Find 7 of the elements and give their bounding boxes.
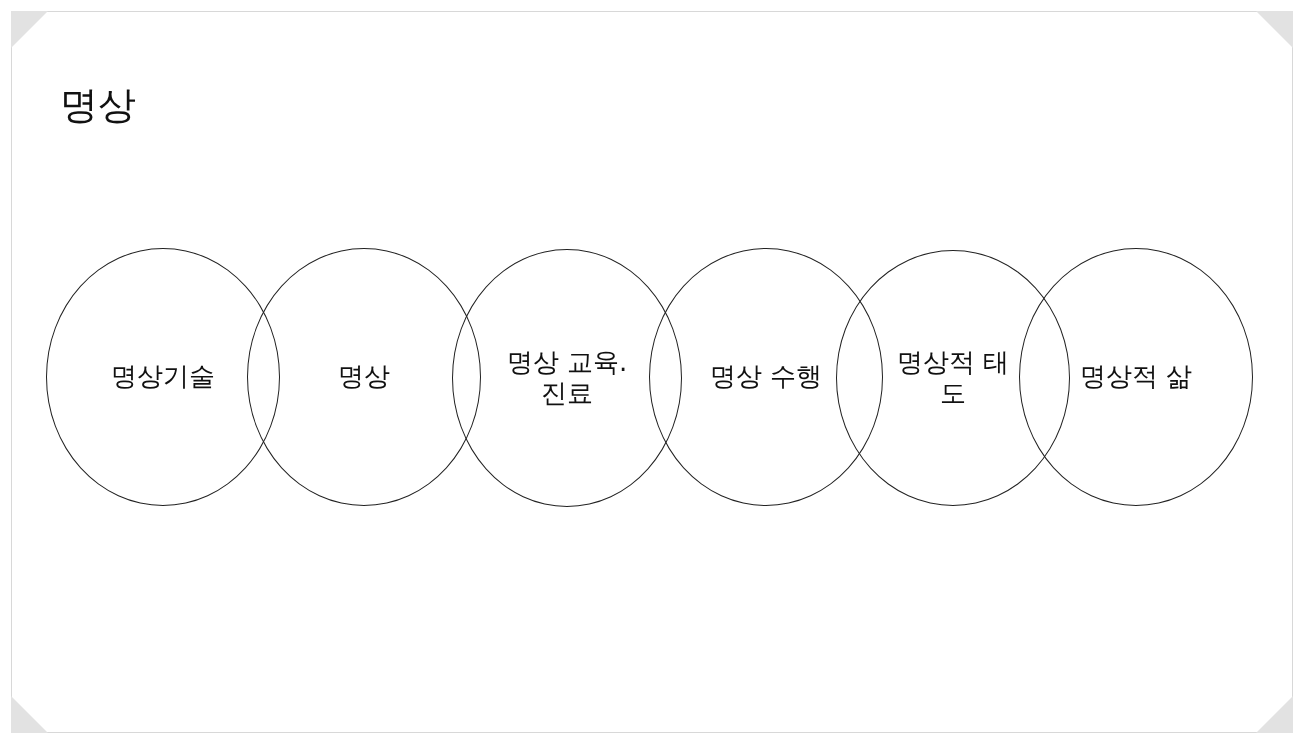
- circle-label: 명상적 삶: [1079, 361, 1193, 393]
- circle-label: 명상 수행: [709, 361, 823, 393]
- circle-label: 명상기술: [111, 361, 215, 393]
- title: 명상: [60, 82, 136, 129]
- circle-label: 명상: [338, 361, 390, 393]
- circle-label: 명상 교육.진료: [505, 346, 629, 410]
- circle-label: 명상적 태도: [895, 346, 1011, 410]
